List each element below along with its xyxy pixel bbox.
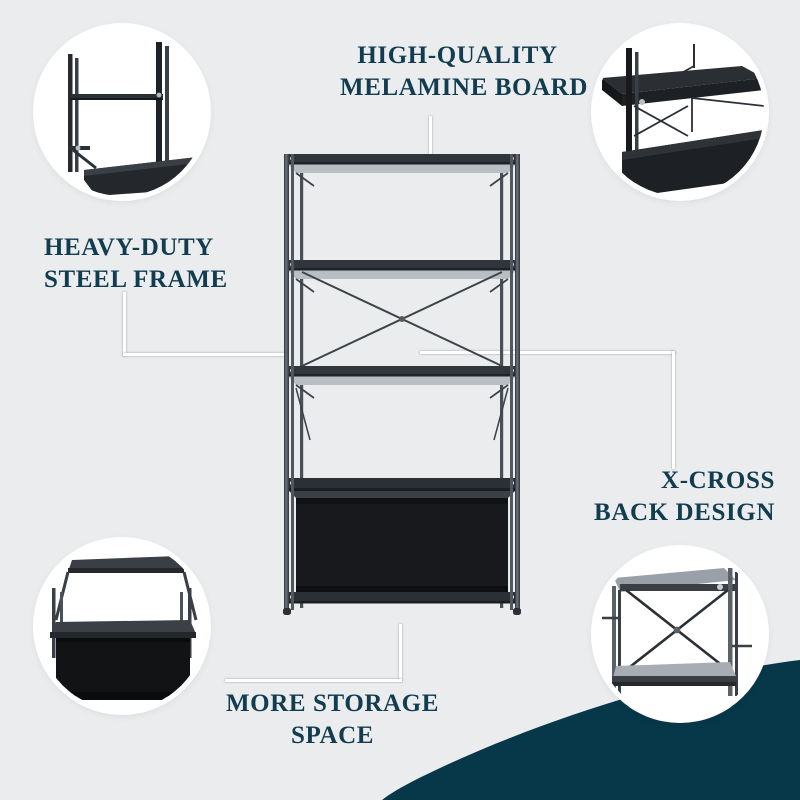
connector-xcross-vertical bbox=[672, 351, 675, 469]
feature-label-line-1: HEAVY-DUTY bbox=[44, 234, 214, 261]
more-storage-photo bbox=[38, 542, 206, 710]
feature-label-line-2: STEEL FRAME bbox=[44, 266, 228, 293]
feature-label-melamine-board: HIGH-QUALITY MELAMINE BOARD bbox=[340, 40, 588, 104]
feature-label-x-cross-back: X-CROSS BACK DESIGN bbox=[560, 465, 775, 529]
feature-label-line-1: HIGH-QUALITY bbox=[357, 42, 558, 69]
feature-label-line-1: X-CROSS bbox=[661, 467, 775, 494]
product-image-shelving-unit bbox=[283, 154, 521, 615]
x-cross-back-photo bbox=[596, 550, 764, 718]
feature-label-line-2: SPACE bbox=[290, 722, 375, 749]
feature-label-line-2: BACK DESIGN bbox=[594, 499, 775, 526]
feature-inset-melamine-board bbox=[596, 28, 764, 196]
melamine-board-photo bbox=[596, 28, 764, 196]
feature-label-steel-frame: HEAVY-DUTY STEEL FRAME bbox=[44, 232, 228, 296]
feature-inset-steel-frame bbox=[38, 28, 206, 196]
connector-storage-horizontal bbox=[225, 679, 402, 682]
connector-melamine-vertical bbox=[429, 116, 432, 162]
feature-label-line-2: MELAMINE BOARD bbox=[340, 74, 588, 101]
connector-xcross-horizontal bbox=[420, 351, 675, 354]
connector-steel-horizontal bbox=[123, 353, 288, 356]
feature-label-line-1: MORE STORAGE bbox=[225, 690, 440, 717]
connector-storage-vertical bbox=[399, 624, 402, 681]
connector-steel-vertical bbox=[123, 292, 126, 356]
feature-inset-more-storage bbox=[38, 542, 206, 710]
feature-label-more-storage: MORE STORAGE SPACE bbox=[215, 688, 450, 752]
steel-frame-photo bbox=[38, 28, 206, 196]
feature-inset-x-cross-back bbox=[596, 550, 764, 718]
